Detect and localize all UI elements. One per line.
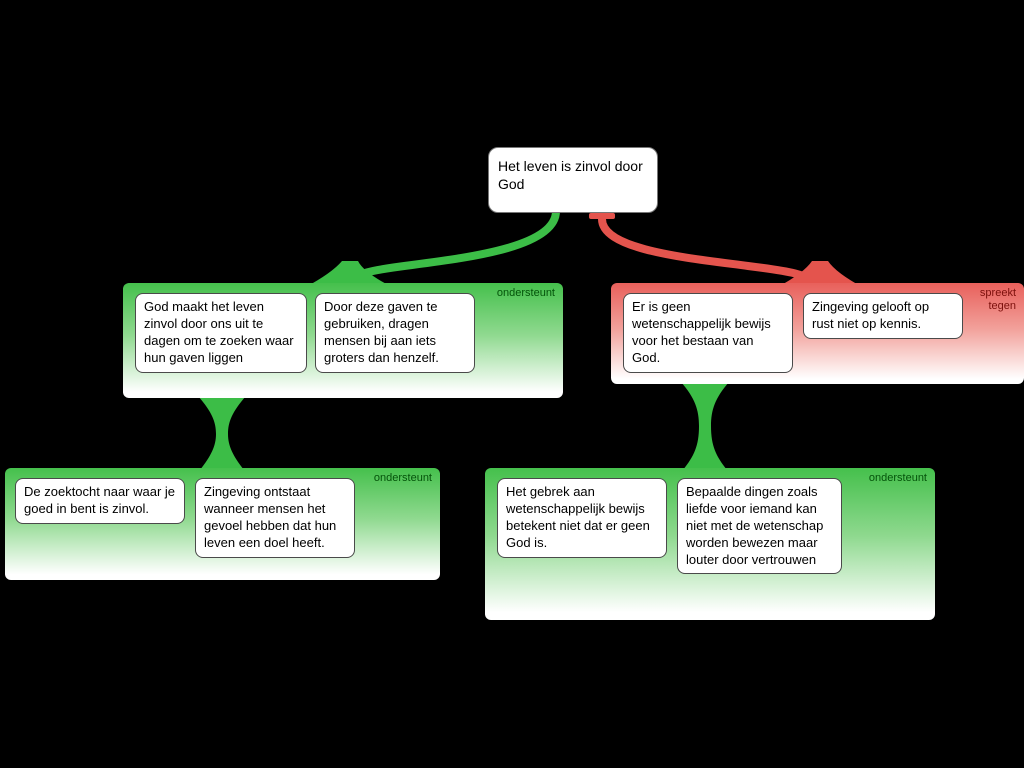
objection-card[interactable]: Er is geen wetenschappelijk bewijs voor … [623,293,793,373]
oppose-connector-right [598,218,820,289]
group-label: spreekt tegen [979,287,1016,312]
oppose-connector-tick [589,213,615,219]
reason-card[interactable]: Door deze gaven te gebruiken, dragen men… [315,293,475,373]
reason-card[interactable]: Zingeving ontstaat wanneer mensen het ge… [195,478,355,558]
reason-card[interactable]: De zoektocht naar waar je goed in bent i… [15,478,185,524]
group-support-top-left[interactable]: ondersteunt God maakt het leven zinvol d… [123,283,563,398]
group-label: ondersteunt [868,472,927,484]
support-stem-left [198,396,246,470]
reason-card[interactable]: God maakt het leven zinvol door ons uit … [135,293,307,373]
objection-card[interactable]: Zingeving gelooft op rust niet op kennis… [803,293,963,339]
reason-card[interactable]: Bepaalde dingen zoals liefde voor iemand… [677,478,842,575]
group-label: ondersteunt [496,287,555,299]
group-label: ondersteunt [373,472,432,484]
claim-node[interactable]: Het leven is zinvol door God [488,147,658,213]
reason-card[interactable]: Het gebrek aan wetenschappelijk bewijs b… [497,478,667,558]
support-connector-left [343,210,560,289]
support-stem-right [681,382,729,470]
group-support-bottom-left[interactable]: ondersteunt De zoektocht naar waar je go… [5,468,440,580]
group-oppose-top-right[interactable]: spreekt tegen Er is geen wetenschappelij… [611,283,1024,384]
group-support-bottom-right[interactable]: ondersteunt Het gebrek aan wetenschappel… [485,468,935,620]
